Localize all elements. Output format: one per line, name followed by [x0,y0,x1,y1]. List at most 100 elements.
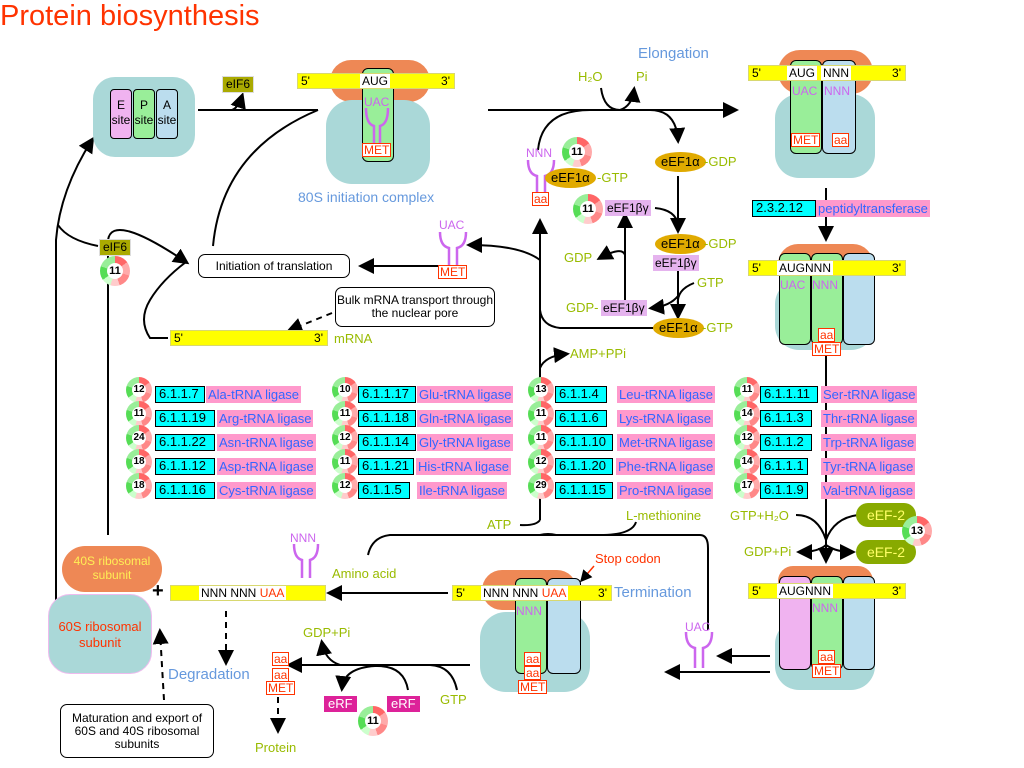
ec-number[interactable]: 6.1.1.11 [760,386,818,403]
ec-number[interactable]: 6.1.1.2 [760,434,812,451]
gene-count-badge[interactable]: 12 [332,425,358,451]
ec-number[interactable]: 6.1.1.5 [358,482,410,499]
enzyme-name[interactable]: Ile-tRNA ligase [417,482,507,499]
gene-count-badge[interactable]: 24 [126,425,152,451]
mrna-free[interactable]: 5' 3' [170,330,328,346]
enzyme-name[interactable]: Val-tRNA ligase [821,482,916,499]
gene-count-badge[interactable]: 12 [528,449,554,475]
gene-count-badge[interactable]: 12 [126,377,152,403]
initiation-of-translation-box[interactable]: Initiation of translation [198,254,350,278]
ec-number[interactable]: 6.1.1.12 [155,458,215,475]
ec-number[interactable]: 6.1.1.20 [555,458,613,475]
maturation-export-box[interactable]: Maturation and export of 60S and 40S rib… [60,704,214,758]
gene-count-badge[interactable]: 13 [528,377,554,403]
gdp-eef1bg[interactable]: eEF1βγ [601,300,647,316]
gene-count-eif6[interactable]: 11 [100,256,130,286]
gene-count-eef2[interactable]: 13 [902,516,932,546]
erf-factor-2[interactable]: eRF [387,696,420,712]
mrna-termination[interactable]: 5' NNN NNN UAA 3' [452,585,612,601]
gene-count-badge[interactable]: 11 [528,425,554,451]
eef1a-gtp-regenerated[interactable]: eEF1α [653,318,704,338]
ec-number[interactable]: 6.1.1.19 [155,410,215,427]
gene-count-badge[interactable]: 12 [734,425,760,451]
eef1bg-bound[interactable]: eEF1βγ [653,255,699,271]
enzyme-name[interactable]: Glu-tRNA ligase [417,386,514,403]
subunit-40s[interactable]: 40S ribosomal subunit [62,546,162,592]
mrna-post-peptidyl[interactable]: 5' AUGNNN 3' [748,260,906,276]
enzyme-name[interactable]: Cys-tRNA ligase [217,482,316,499]
ec-number[interactable]: 6.1.1.16 [155,482,215,499]
eef1a-gdp-1[interactable]: eEF1α [655,152,706,172]
enzyme-name[interactable]: Asp-tRNA ligase [217,458,316,475]
mrna-translocated[interactable]: 5' AUGNNN 3' [748,583,906,599]
enzyme-name[interactable]: Gly-tRNA ligase [417,434,513,451]
gene-count-badge[interactable]: 29 [528,473,554,499]
eef1bg-factor[interactable]: eEF1βγ [605,200,651,216]
ec-number[interactable]: 6.1.1.18 [358,410,416,427]
enzyme-name[interactable]: Ala-tRNA ligase [206,386,302,403]
gene-count-badge[interactable]: 18 [126,449,152,475]
bulk-mrna-transport-box[interactable]: Bulk mRNA transport through the nuclear … [335,287,495,327]
gene-count-badge[interactable]: 11 [332,449,358,475]
eef1a-gtp-complex[interactable]: eEF1α [545,168,596,188]
codon-aug: AUG [360,74,391,88]
ec-number[interactable]: 6.1.1.15 [555,482,613,499]
eef2-factor-out[interactable]: eEF-2 [856,540,916,564]
enzyme-name[interactable]: His-tRNA ligase [416,458,512,475]
gene-count-badge[interactable]: 11 [332,401,358,427]
eef1a-gdp-2[interactable]: eEF1α [655,234,706,254]
enzyme-name[interactable]: Asn-tRNA ligase [217,434,316,451]
gene-count-badge[interactable]: 12 [332,473,358,499]
gene-count-eef1a[interactable]: 11 [562,137,592,167]
codon-aug-nnn: AUGNNN [777,584,834,598]
ec-number[interactable]: 6.1.1.4 [555,386,607,403]
gene-count-value: 13 [909,523,925,539]
enzyme-name[interactable]: Phe-tRNA ligase [616,458,716,475]
enzyme-name[interactable]: Trp-tRNA ligase [821,434,917,451]
gene-count-badge[interactable]: 18 [126,473,152,499]
mrna-initiation[interactable]: 5' AUG 3' [297,73,455,89]
ec-number[interactable]: 6.1.1.21 [358,458,414,475]
gene-count-badge[interactable]: 14 [734,401,760,427]
enzyme-name[interactable]: Lys-tRNA ligase [617,410,713,427]
gene-count-badge[interactable]: 11 [528,401,554,427]
gene-count-badge[interactable]: 11 [126,401,152,427]
gene-count-badge[interactable]: 17 [734,473,760,499]
ec-number[interactable]: 6.1.1.6 [555,410,607,427]
ec-number[interactable]: 6.1.1.9 [760,482,808,499]
ec-number[interactable]: 6.1.1.3 [760,410,812,427]
gene-count-badge[interactable]: 11 [734,377,760,403]
eif6-released[interactable]: eIF6 [222,76,255,93]
gene-count-erf[interactable]: 11 [358,706,388,736]
subunit-60s[interactable]: 60S ribosomal subunit [48,594,152,674]
erf-factor-1[interactable]: eRF [324,696,357,712]
enzyme-peptidyltransferase[interactable]: peptidyltransferase [816,200,930,217]
mrna-terminated[interactable]: NNN NNN UAA [170,585,326,601]
ec-number[interactable]: 6.1.1.1 [760,458,808,475]
enzyme-name[interactable]: Met-tRNA ligase [617,434,715,451]
enzyme-name[interactable]: Pro-tRNA ligase [617,482,714,499]
ec-number[interactable]: 6.1.1.10 [555,434,613,451]
enzyme-name[interactable]: Tyr-tRNA ligase [821,458,916,475]
eif6-factor[interactable]: eIF6 [99,239,132,256]
gene-count-eef1bg[interactable]: 11 [573,194,603,224]
codon-aug-nnn: AUGNNN [777,261,834,275]
ec-number[interactable]: 6.1.1.14 [358,434,416,451]
gene-count-badge[interactable]: 10 [332,377,358,403]
enzyme-name[interactable]: Ser-tRNA ligase [821,386,918,403]
stop-codon-pointer [580,565,595,583]
enzyme-name[interactable]: Arg-tRNA ligase [217,410,314,427]
ec-2-3-2-12[interactable]: 2.3.2.12 [752,200,816,217]
mrna-elongation[interactable]: 5' AUG NNN 3' [748,65,906,81]
ec-number[interactable]: 6.1.1.7 [155,386,205,403]
ec-number[interactable]: 6.1.1.22 [155,434,215,451]
ec-number[interactable]: 6.1.1.17 [358,386,416,403]
gtp-suffix: -GTP [702,320,734,335]
gene-count-badge[interactable]: 14 [734,449,760,475]
enzyme-name[interactable]: Leu-tRNA ligase [617,386,715,403]
enzyme-name[interactable]: Gln-tRNA ligase [417,410,514,427]
enzyme-name[interactable]: Thr-tRNA ligase [821,410,917,427]
three-prime: 3' [598,586,607,600]
gene-count-value: 10 [338,383,352,397]
